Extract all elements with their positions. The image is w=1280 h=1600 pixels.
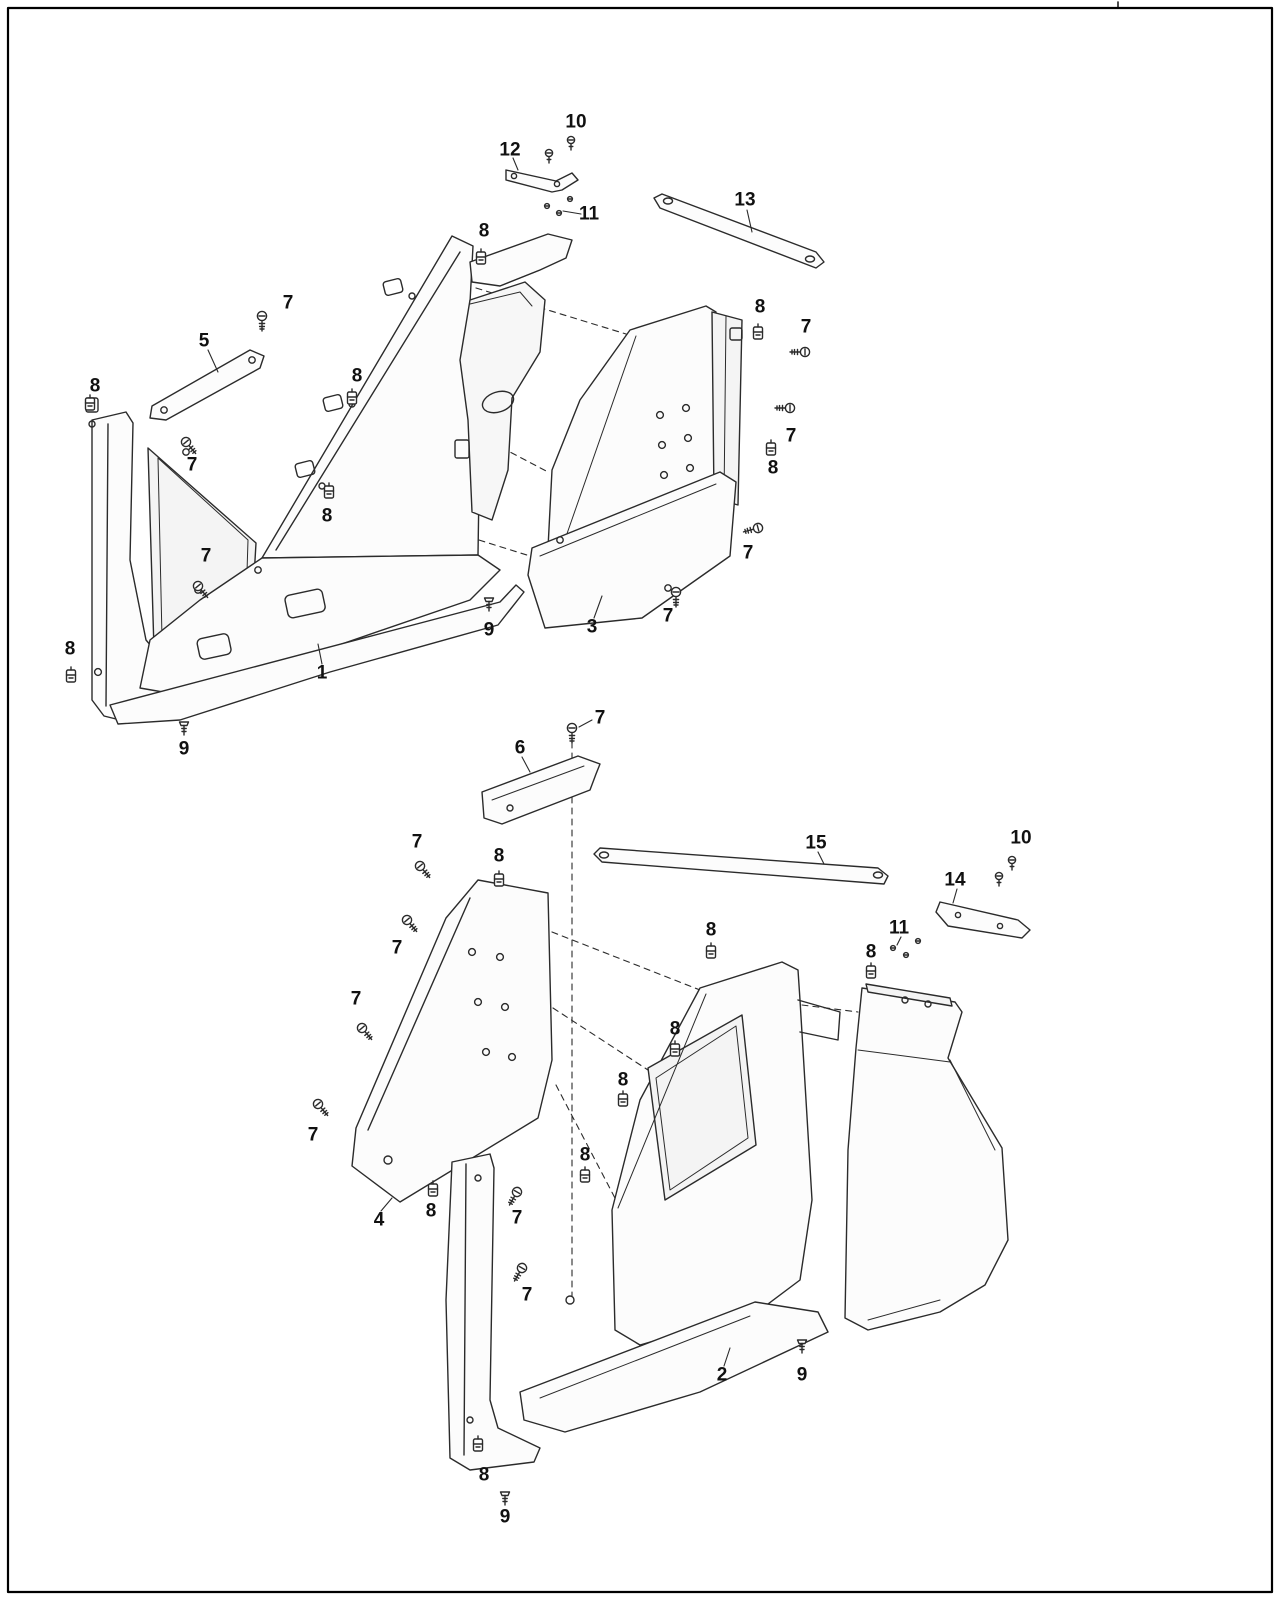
part-5-strip xyxy=(149,349,265,421)
fasteners-bottom xyxy=(310,722,1017,1506)
lower-pillar-trim xyxy=(445,1153,541,1471)
part-14-bracket xyxy=(935,888,1031,939)
part-1-floor-panel xyxy=(109,235,525,725)
part-4-panel xyxy=(351,879,553,1212)
fasteners-top xyxy=(65,135,811,736)
bottom-assembly xyxy=(310,719,1031,1506)
part-15-brace xyxy=(593,847,889,885)
part-3-side-panel xyxy=(527,305,743,629)
top-assembly xyxy=(65,135,825,736)
part-12-bracket xyxy=(505,157,579,193)
part-13-brace xyxy=(653,193,825,269)
center-console xyxy=(454,233,573,521)
part-6-cover xyxy=(481,719,601,825)
right-fender-panel xyxy=(844,983,1009,1331)
part-2-door-panel xyxy=(519,961,841,1433)
